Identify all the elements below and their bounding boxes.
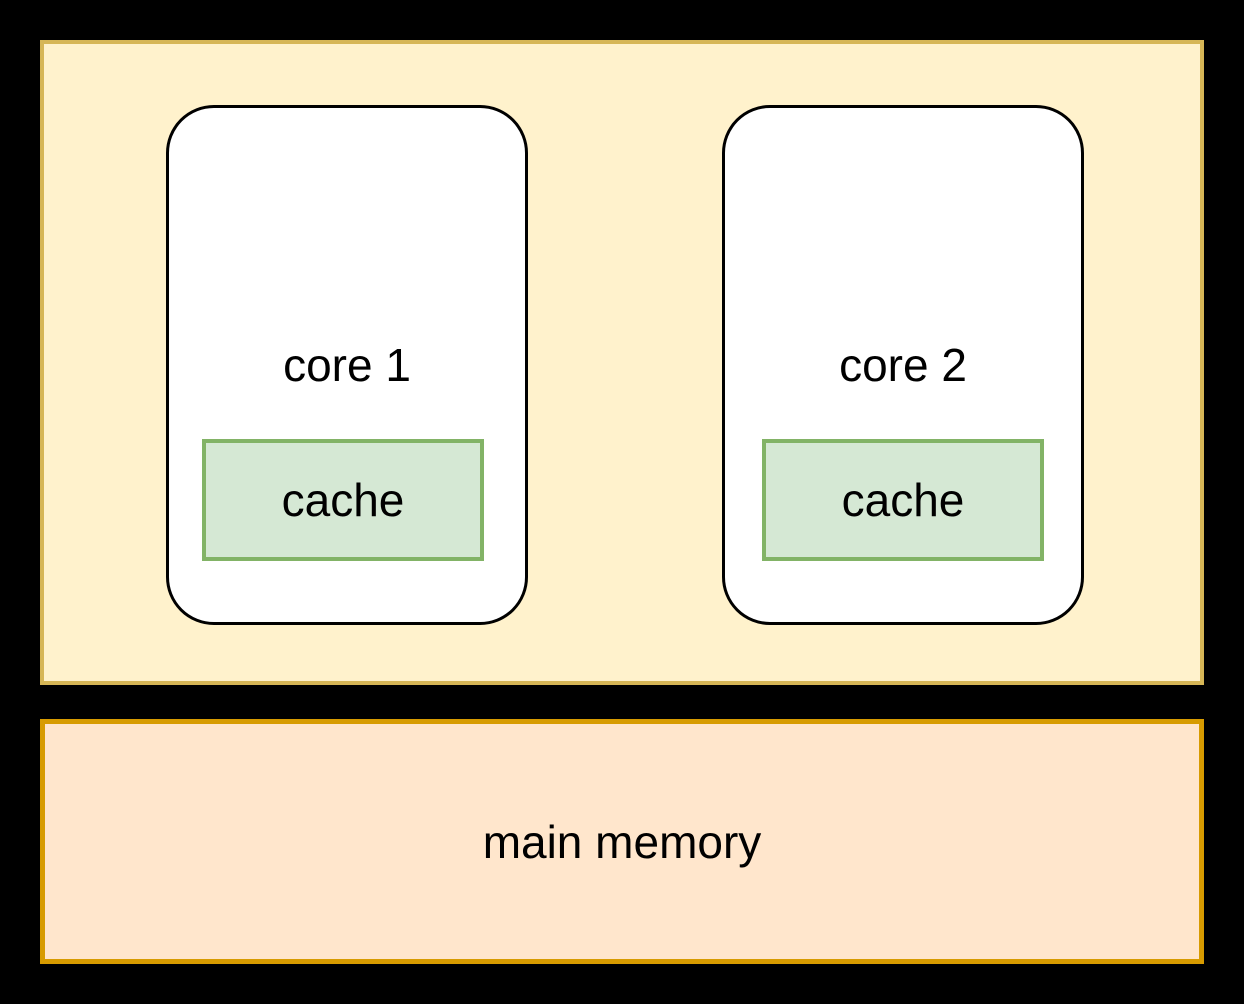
main-memory-label: main memory: [482, 815, 762, 868]
cache-2-label: cache: [841, 474, 965, 526]
core-1-label: core 1: [283, 339, 411, 391]
cache-1-box: cache: [202, 439, 484, 561]
main-memory-box: main memory: [40, 719, 1204, 964]
cache-2-box: cache: [762, 439, 1044, 561]
cpu-package-box: core 1 cache core 2 cache: [40, 40, 1204, 685]
core-2-label: core 2: [839, 339, 967, 391]
cache-1-label: cache: [281, 474, 405, 526]
